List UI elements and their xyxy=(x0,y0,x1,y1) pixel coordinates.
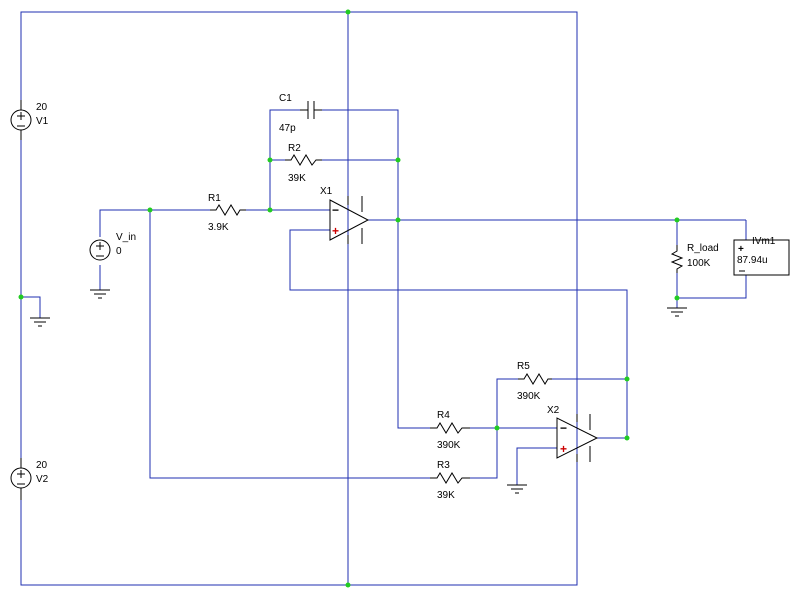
rload-name: R_load xyxy=(687,243,719,254)
capacitor-c1: C1 47p xyxy=(279,93,322,134)
junction-dot xyxy=(395,157,401,163)
r5-name: R5 xyxy=(517,361,530,372)
resistor-r2: R2 39K xyxy=(285,143,322,184)
ground-symbol-x2 xyxy=(507,484,527,494)
x2-inverting-mark: − xyxy=(560,421,567,435)
junction-dot xyxy=(267,207,273,213)
meter-name: IVm1 xyxy=(752,236,776,247)
r2-name: R2 xyxy=(288,143,301,154)
v1-value: 20 xyxy=(36,102,48,113)
wire-vin-to-r1 xyxy=(99,209,210,237)
r1-value: 3.9K xyxy=(208,222,229,233)
r2-value: 39K xyxy=(288,173,306,184)
junction-dot xyxy=(147,207,153,213)
v2-name: V2 xyxy=(36,474,49,485)
junction-dot xyxy=(494,425,500,431)
r4-value: 390K xyxy=(437,440,461,451)
junction-dot xyxy=(267,157,273,163)
resistor-r4: R4 390K xyxy=(430,410,470,451)
r4-name: R4 xyxy=(437,410,450,421)
ground-symbol-load xyxy=(667,307,687,317)
x2-noninverting-mark: + xyxy=(560,442,567,456)
rload-value: 100K xyxy=(687,258,711,269)
x1-noninverting-mark: + xyxy=(332,224,339,238)
junction-dot xyxy=(624,435,630,441)
ammeter-ivm1: + IVm1 87.94u xyxy=(733,236,790,276)
junctions xyxy=(18,9,680,588)
junction-dot xyxy=(345,9,351,15)
opamp-x1: − + X1 xyxy=(320,186,370,244)
junction-dot xyxy=(674,295,680,301)
wire-fb-c1 xyxy=(269,109,300,210)
resistor-rload: R_load 100K xyxy=(670,243,719,273)
vin-name: V_in xyxy=(116,232,136,243)
r3-name: R3 xyxy=(437,460,450,471)
wire-fb-c1-right xyxy=(322,109,430,429)
junction-dot xyxy=(624,376,630,382)
c1-name: C1 xyxy=(279,93,292,104)
meter-plus-mark: + xyxy=(738,244,744,255)
x1-inverting-mark: − xyxy=(332,203,339,217)
opamp-x2: − + X2 xyxy=(547,405,599,462)
x2-name: X2 xyxy=(547,405,560,416)
wire-x2-plus-gnd xyxy=(516,447,557,485)
resistor-r5: R5 390K xyxy=(517,361,552,402)
x1-name: X1 xyxy=(320,186,333,197)
ground-symbol-vin xyxy=(90,289,110,299)
resistor-r3: R3 39K xyxy=(430,460,470,501)
wire-top-rail xyxy=(20,11,578,586)
wires xyxy=(20,11,747,586)
source-v1: 20 V1 xyxy=(10,100,49,140)
source-vin: V_in 0 xyxy=(89,232,136,261)
junction-dot xyxy=(18,294,24,300)
wire-gnd-tap xyxy=(21,296,41,318)
c1-value: 47p xyxy=(279,123,296,134)
meter-reading: 87.94u xyxy=(737,255,768,266)
v1-name: V1 xyxy=(36,116,49,127)
junction-dot xyxy=(674,217,680,223)
junction-dot xyxy=(395,217,401,223)
wire-x1-plus-loop xyxy=(289,229,628,439)
v2-value: 20 xyxy=(36,460,48,471)
vin-value: 0 xyxy=(116,246,122,257)
wire-rload-bottom xyxy=(676,273,747,299)
wire-vin-to-r3 xyxy=(149,210,430,479)
r1-name: R1 xyxy=(208,193,221,204)
r5-value: 390K xyxy=(517,391,541,402)
source-v2: 20 V2 xyxy=(10,458,49,500)
r3-value: 39K xyxy=(437,490,455,501)
junction-dot xyxy=(345,582,351,588)
ground-symbol-left xyxy=(30,317,50,327)
resistor-r1: R1 3.9K xyxy=(208,193,246,233)
